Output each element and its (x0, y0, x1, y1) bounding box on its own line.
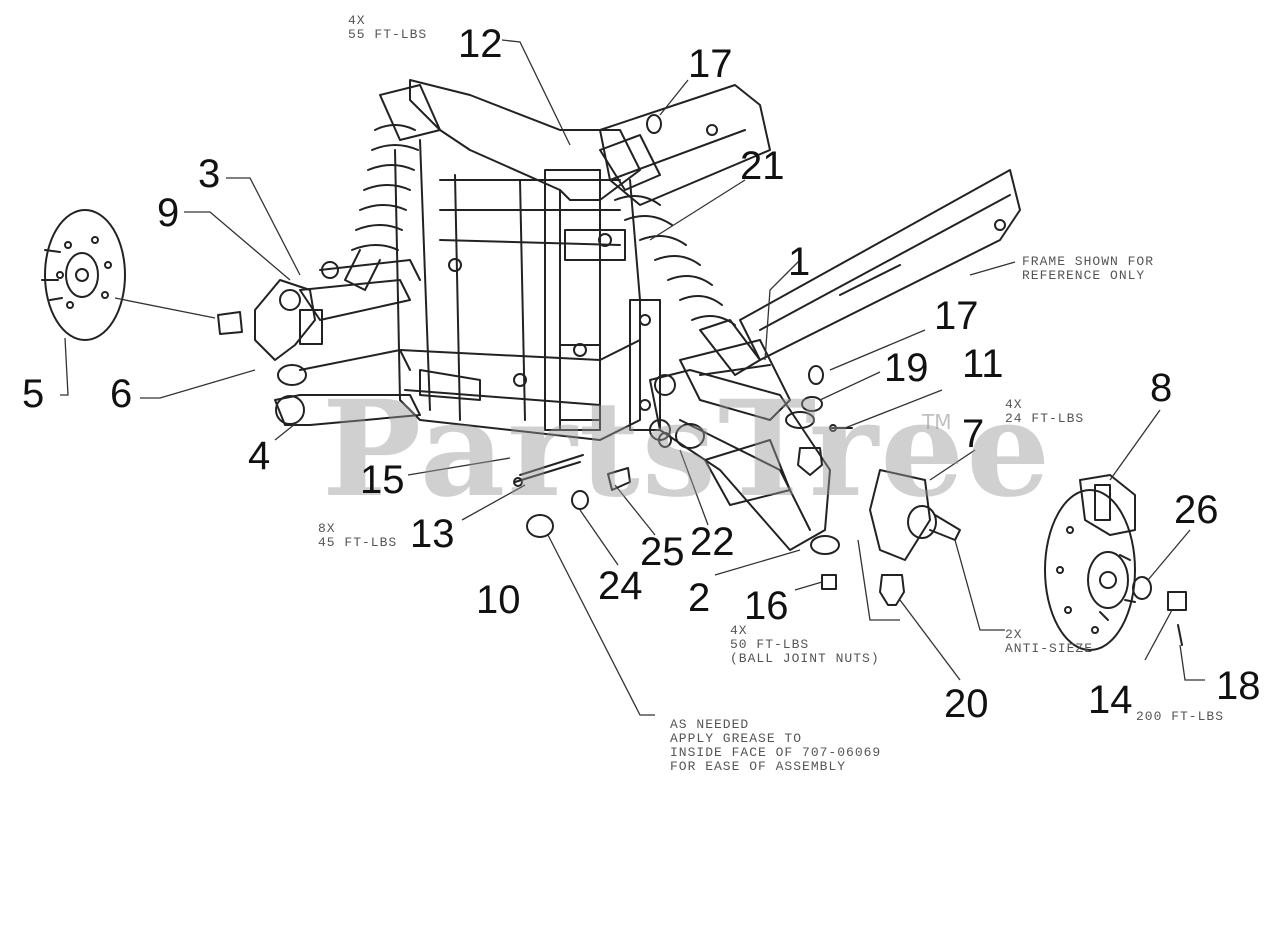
callout-16: 16 (744, 584, 789, 628)
note-torque-14: 200 FT-LBS (1136, 709, 1225, 724)
ball-joint-20 (879, 574, 905, 606)
bolt-13 (513, 454, 584, 487)
left-lower-arm-4 (274, 349, 421, 426)
ball-joint-upper (797, 447, 823, 476)
note-frame-reference: FRAME SHOWN FOR REFERENCE ONLY (1022, 254, 1155, 283)
bolt-11 (829, 424, 853, 432)
callout-17-lower: 17 (934, 294, 979, 338)
callout-18: 18 (1216, 664, 1261, 708)
callout-24: 24 (598, 564, 643, 608)
callout-25: 25 (640, 530, 685, 574)
callout-17-upper: 17 (688, 42, 733, 86)
callout-13: 13 (410, 512, 455, 556)
callout-26: 26 (1174, 488, 1219, 532)
callout-10: 10 (476, 578, 521, 622)
note-anti-sieze: 2X ANTI-SIEZE (1005, 627, 1094, 656)
callout-4: 4 (248, 434, 271, 478)
washer-26 (1132, 576, 1152, 600)
callout-19: 19 (884, 346, 929, 390)
trademark-symbol: TM (922, 410, 952, 434)
callout-3: 3 (198, 152, 221, 196)
bushing-22 (658, 423, 705, 449)
bushing-24 (571, 490, 589, 510)
caliper-8 (1079, 474, 1136, 536)
clip-19 (801, 396, 823, 412)
callout-2: 2 (688, 576, 711, 620)
callout-1: 1 (788, 240, 811, 284)
callout-20: 20 (944, 682, 989, 726)
leader-lines (60, 39, 1205, 716)
callout-8: 8 (1150, 366, 1173, 410)
note-torque-12: 4X 55 FT-LBS (348, 13, 428, 42)
callout-6: 6 (110, 372, 133, 416)
nut-16 (821, 574, 837, 590)
left-hub-5 (41, 209, 126, 341)
nut-17-lower (808, 365, 824, 385)
note-torque-11: 4X 24 FT-LBS (1005, 397, 1085, 426)
callout-21: 21 (740, 144, 785, 188)
nut-17-upper (646, 114, 662, 134)
washer-10 (526, 514, 554, 538)
shock-left (344, 84, 441, 291)
note-ball-joint-nuts: 4X 50 FT-LBS (BALL JOINT NUTS) (730, 623, 880, 666)
partstree-watermark: PartsTree (322, 372, 1053, 527)
note-torque-13: 8X 45 FT-LBS (318, 521, 398, 550)
nut-14 (1167, 591, 1187, 611)
right-spindle-7 (869, 469, 961, 561)
callout-11: 11 (962, 342, 1004, 386)
callout-12: 12 (458, 22, 503, 66)
subframe (394, 79, 661, 441)
note-grease: AS NEEDED APPLY GREASE TO INSIDE FACE OF… (670, 717, 882, 774)
callout-7: 7 (962, 412, 985, 456)
callout-5: 5 (22, 372, 45, 416)
shock-right-21 (599, 134, 761, 376)
callout-14: 14 (1088, 678, 1133, 722)
left-spindle-6 (217, 279, 323, 361)
right-upper-arm-1 (679, 339, 815, 429)
cotter-pin-18 (1177, 624, 1183, 646)
callout-15: 15 (360, 458, 405, 502)
bushing-25 (607, 467, 631, 491)
callout-22: 22 (690, 520, 735, 564)
callout-9: 9 (157, 191, 180, 235)
right-rotor (1044, 489, 1136, 651)
